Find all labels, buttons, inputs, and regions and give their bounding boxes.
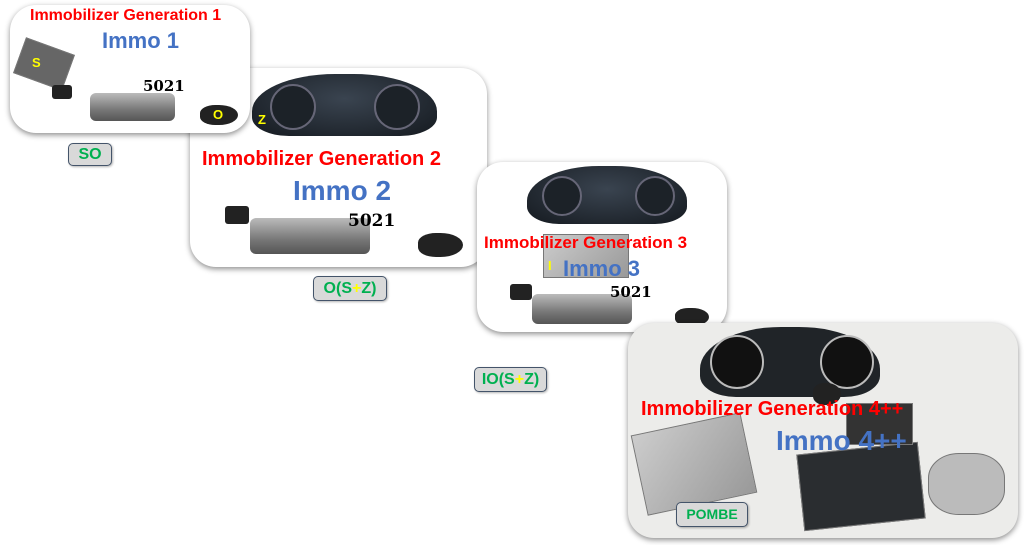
code-text: IO(S	[481, 371, 515, 388]
steering-lock-image	[928, 453, 1005, 515]
control-unit-image	[13, 37, 75, 91]
connector-image	[225, 206, 249, 224]
code-plus: +	[514, 371, 525, 388]
logo-5021: 5021	[348, 211, 396, 231]
control-unit-tag: S	[32, 55, 41, 70]
generation-4-code: POMBE	[676, 502, 748, 527]
generation-3-immo: Immo 3	[563, 256, 641, 281]
generation-3-title: Immobilizer Generation 3	[484, 233, 688, 252]
generation-1-immo: Immo 1	[102, 28, 180, 53]
gauge	[374, 84, 420, 130]
generation-3-code: IO(S+Z)	[474, 367, 547, 392]
module-image	[846, 403, 913, 445]
connector-image	[52, 85, 72, 99]
code-text: SO	[78, 146, 102, 163]
instrument-cluster-image	[252, 74, 437, 136]
ecu-image	[543, 234, 629, 278]
logo-5021: 5021	[143, 77, 185, 95]
code-text: POMBE	[686, 506, 738, 522]
ignition-lock-image	[532, 294, 632, 324]
gauge	[710, 335, 764, 389]
key-fob-image	[813, 383, 841, 405]
code-text: Z)	[361, 280, 377, 297]
key-fob-image	[675, 308, 709, 326]
generation-3-card: I 5021	[477, 162, 727, 332]
instrument-cluster-image	[700, 327, 880, 397]
generation-2-immo: Immo 2	[293, 175, 392, 206]
connector-image	[510, 284, 532, 300]
code-text: Z)	[524, 371, 540, 388]
ignition-lock-image	[250, 218, 370, 254]
gauge	[635, 176, 675, 216]
generation-2-code: O(S+Z)	[313, 276, 387, 301]
generation-1-card: S 5021 O	[10, 5, 250, 133]
generation-4-title: Immobilizer Generation 4++	[641, 398, 904, 420]
ecu-image	[630, 412, 758, 516]
generation-1-code: SO	[68, 143, 112, 166]
generation-1-title: Immobilizer Generation 1	[30, 7, 222, 24]
instrument-cluster-image	[527, 166, 687, 224]
key-fob-image	[200, 105, 238, 125]
key-fob-image	[418, 233, 463, 257]
cluster-tag: Z	[258, 112, 266, 127]
code-text: O(S	[323, 280, 352, 297]
gauge	[270, 84, 316, 130]
ignition-lock-image	[90, 93, 175, 121]
gauge	[542, 176, 582, 216]
key-tag: O	[213, 107, 224, 122]
code-plus: +	[352, 280, 362, 297]
generation-4-immo: Immo 4++	[776, 425, 907, 456]
gauge	[820, 335, 874, 389]
ecu-tag: I	[548, 258, 552, 273]
logo-5021: 5021	[610, 283, 652, 301]
generation-2-title: Immobilizer Generation 2	[202, 148, 441, 170]
